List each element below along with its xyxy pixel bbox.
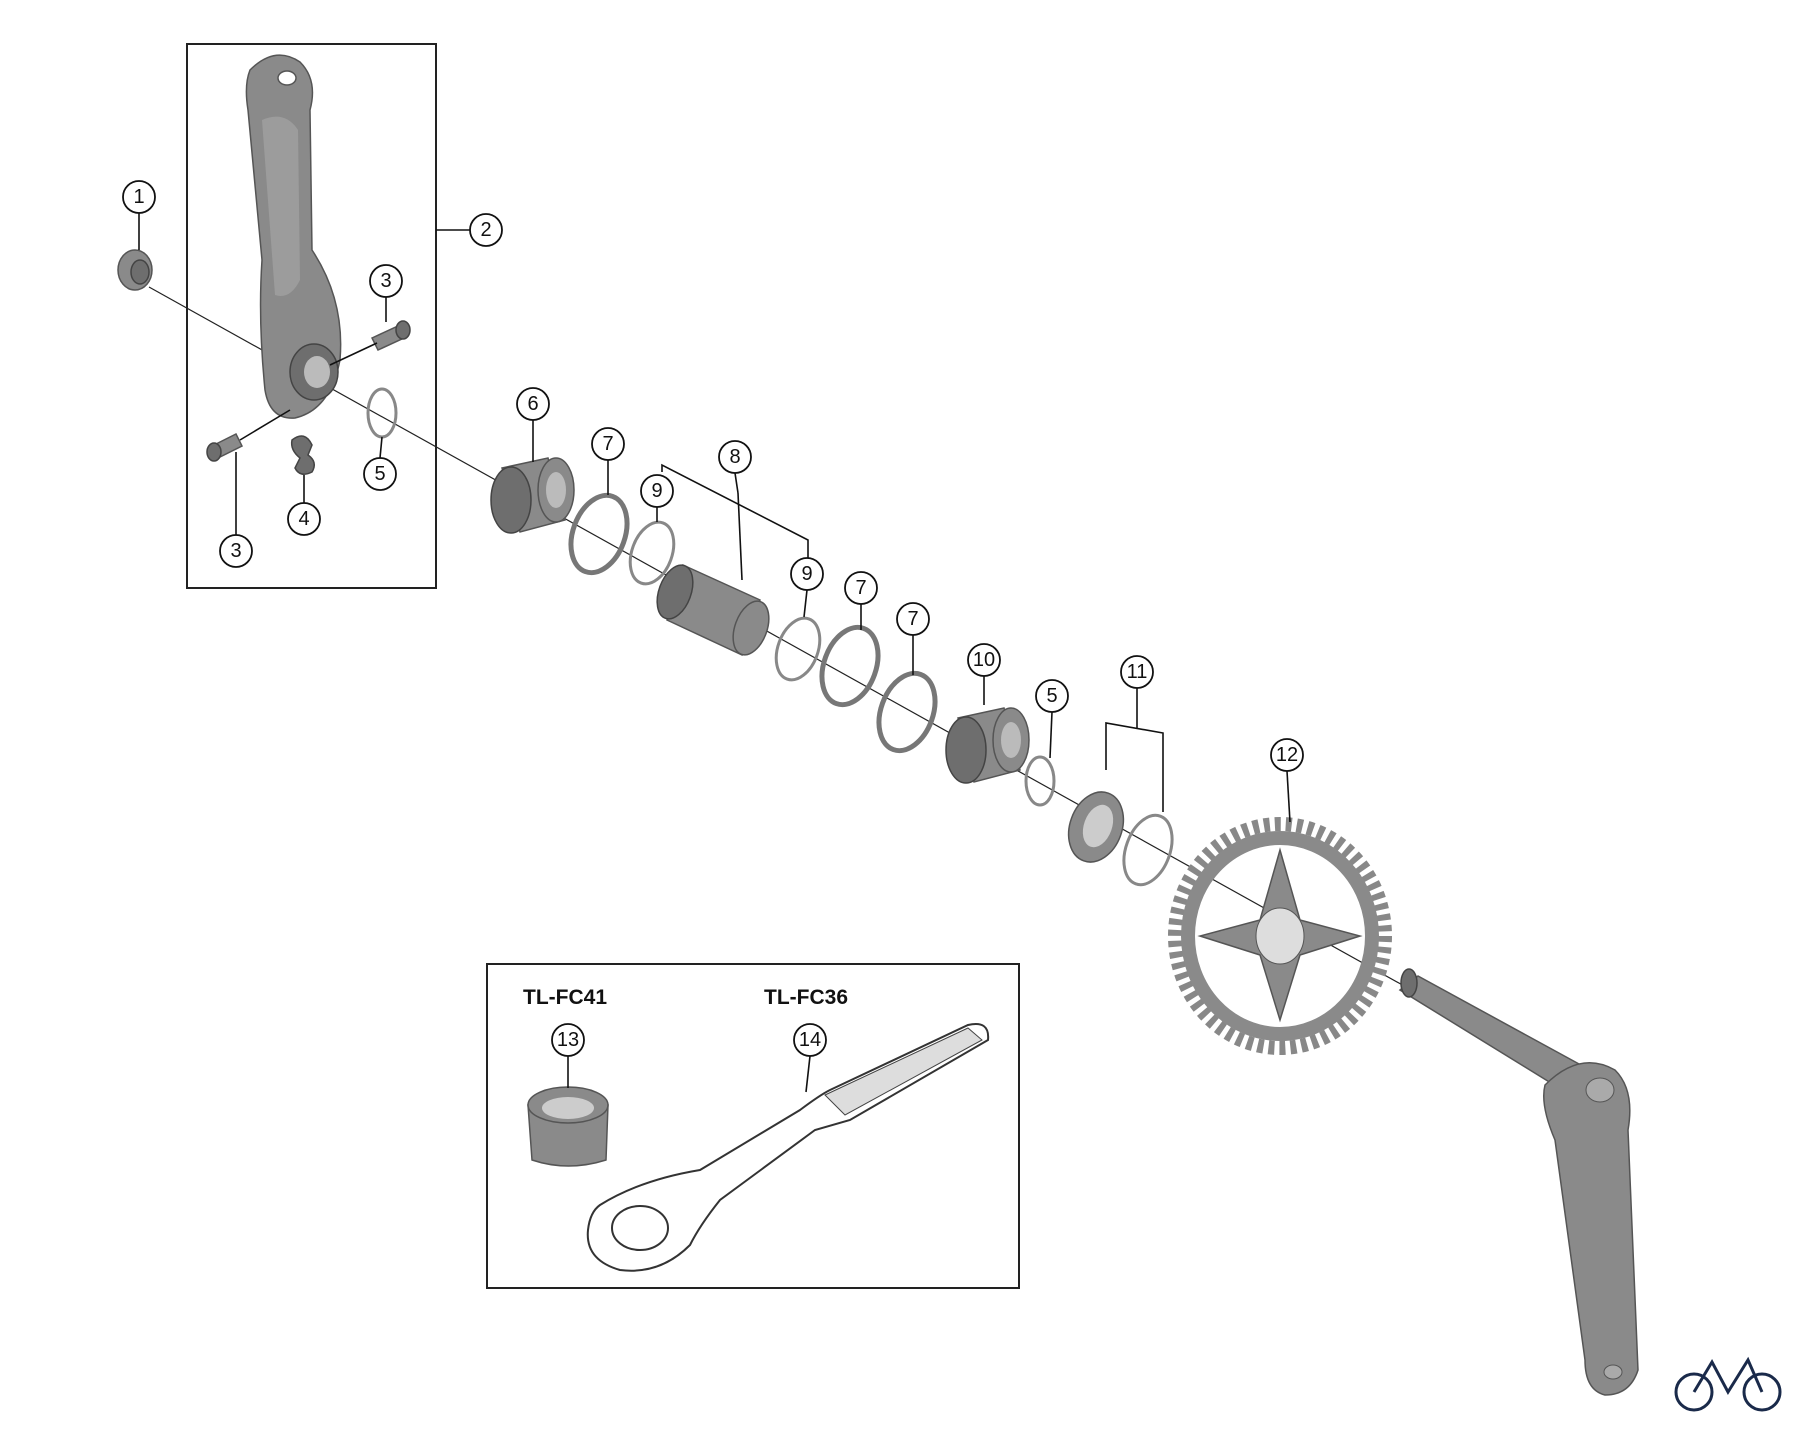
- tools-box: [486, 963, 1020, 1289]
- callout-9[interactable]: 9: [790, 557, 824, 591]
- svg-text:7: 7: [907, 608, 918, 630]
- callout-7[interactable]: 7: [591, 427, 625, 461]
- bb-wrench-tool-part[interactable]: [586, 1023, 990, 1272]
- callout-3[interactable]: 3: [219, 534, 253, 568]
- o-ring-part[interactable]: [622, 516, 681, 590]
- callout-5[interactable]: 5: [1035, 679, 1069, 713]
- assembly-axis-line: [148, 286, 1407, 988]
- bb-tool-adapter-part[interactable]: [527, 1086, 609, 1167]
- svg-text:5: 5: [1046, 685, 1057, 707]
- callout-12[interactable]: 12: [1270, 738, 1304, 772]
- o-ring-part[interactable]: [366, 387, 398, 439]
- svg-text:12: 12: [1276, 744, 1298, 766]
- callout-3[interactable]: 3: [369, 264, 403, 298]
- svg-text:2: 2: [480, 219, 491, 241]
- svg-text:10: 10: [973, 649, 995, 671]
- svg-text:7: 7: [855, 577, 866, 599]
- callout-4[interactable]: 4: [287, 502, 321, 536]
- svg-text:7: 7: [602, 433, 613, 455]
- tool-13-name: TL-FC41: [523, 986, 607, 1009]
- callout-11[interactable]: 11: [1120, 655, 1154, 689]
- safety-plate-part[interactable]: [290, 435, 315, 475]
- callout-5[interactable]: 5: [363, 457, 397, 491]
- bb-cup-right-part[interactable]: [945, 707, 1030, 784]
- crank-bolt-part[interactable]: [206, 432, 244, 462]
- spacer-ring-part[interactable]: [812, 620, 888, 713]
- svg-text:4: 4: [298, 508, 309, 530]
- callout-1[interactable]: 1: [122, 180, 156, 214]
- crank-bolt-part[interactable]: [370, 320, 411, 351]
- svg-text:6: 6: [527, 393, 538, 415]
- left-crank-arm-part[interactable]: [245, 54, 342, 419]
- spacer-ring-part[interactable]: [869, 666, 945, 759]
- callout-10[interactable]: 10: [967, 643, 1001, 677]
- callout-13[interactable]: 13: [551, 1023, 585, 1057]
- callout-8[interactable]: 8: [718, 440, 752, 474]
- callout-9[interactable]: 9: [640, 474, 674, 508]
- callout-7[interactable]: 7: [896, 602, 930, 636]
- right-crank-arm-part[interactable]: [1398, 968, 1639, 1396]
- spacer-ring-part[interactable]: [561, 488, 637, 581]
- svg-text:14: 14: [799, 1029, 821, 1051]
- snap-ring-part[interactable]: [1115, 809, 1181, 892]
- svg-text:9: 9: [801, 563, 812, 585]
- callout-14[interactable]: 14: [793, 1023, 827, 1057]
- callout-6[interactable]: 6: [516, 387, 550, 421]
- inner-cover-tube-part[interactable]: [650, 560, 775, 660]
- bb-cup-left-part[interactable]: [490, 457, 575, 534]
- bike-logo-icon: [1674, 1356, 1782, 1412]
- svg-text:11: 11: [1127, 661, 1148, 683]
- svg-text:1: 1: [133, 186, 144, 208]
- svg-text:3: 3: [230, 540, 241, 562]
- callout-2[interactable]: 2: [469, 213, 503, 247]
- svg-text:3: 3: [380, 270, 391, 292]
- svg-text:13: 13: [557, 1029, 579, 1051]
- left-crank-assembly-box: [186, 43, 437, 589]
- lock-ring-part[interactable]: [1059, 784, 1132, 869]
- o-ring-part[interactable]: [768, 612, 827, 686]
- svg-text:9: 9: [651, 480, 662, 502]
- crank-cap-part[interactable]: [117, 249, 153, 291]
- o-ring-part[interactable]: [1024, 755, 1056, 807]
- svg-text:5: 5: [374, 463, 385, 485]
- tool-14-name: TL-FC36: [764, 986, 848, 1009]
- svg-text:8: 8: [729, 446, 740, 468]
- callout-7[interactable]: 7: [844, 571, 878, 605]
- chainring-part[interactable]: [1168, 817, 1392, 1055]
